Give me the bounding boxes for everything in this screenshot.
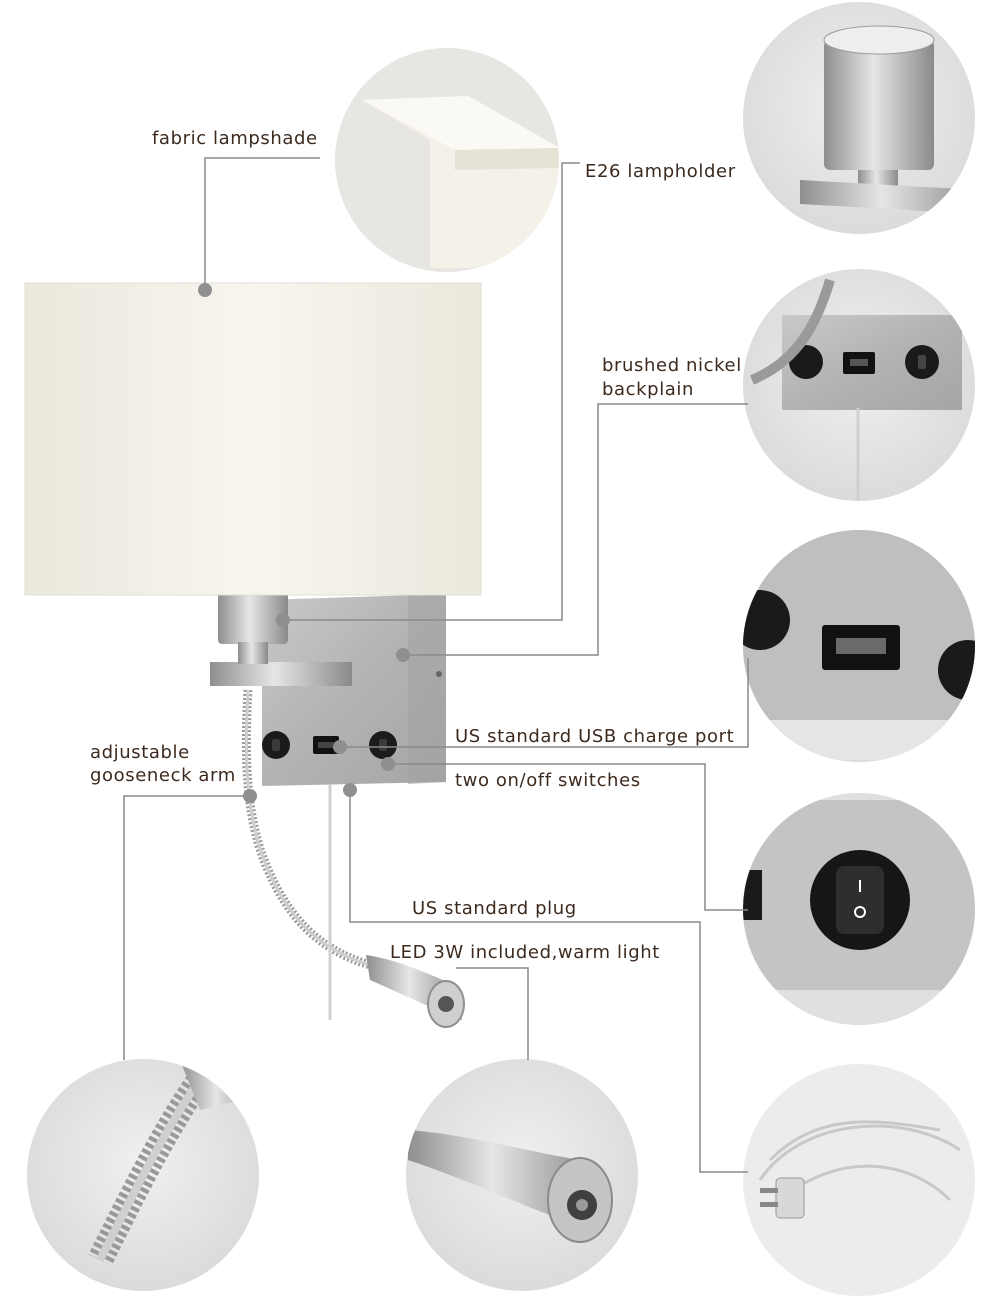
leader-lines [123, 157, 749, 1173]
usb-port-detail [743, 530, 975, 762]
rocker-switch-detail [743, 793, 975, 1025]
lampholder [218, 588, 288, 644]
label-brushed-nickel-line1: brushed nickel [602, 355, 742, 376]
gooseneck-detail [27, 1059, 259, 1291]
label-plug: US standard plug [412, 898, 577, 919]
arm-bar [210, 662, 352, 686]
label-usb-port: US standard USB charge port [455, 726, 735, 747]
led-head-detail [406, 1059, 638, 1291]
backplate-detail [743, 269, 975, 501]
lampshade-corner-detail [335, 48, 559, 272]
label-switches: two on/off switches [455, 770, 641, 791]
label-led: LED 3W included,warm light [390, 942, 660, 963]
label-brushed-nickel-line2: backplain [602, 379, 695, 400]
label-fabric-lampshade: fabric lampshade [152, 128, 318, 149]
lampshade [24, 282, 482, 596]
main-lamp [24, 282, 482, 1028]
power-plug-detail [743, 1064, 975, 1296]
label-gooseneck-line2: gooseneck arm [90, 765, 236, 786]
label-e26-lampholder: E26 lampholder [585, 161, 736, 182]
label-gooseneck-line1: adjustable [90, 742, 190, 763]
leader-dots [198, 283, 410, 803]
backplate [262, 594, 446, 786]
e26-lampholder-detail [743, 2, 975, 234]
